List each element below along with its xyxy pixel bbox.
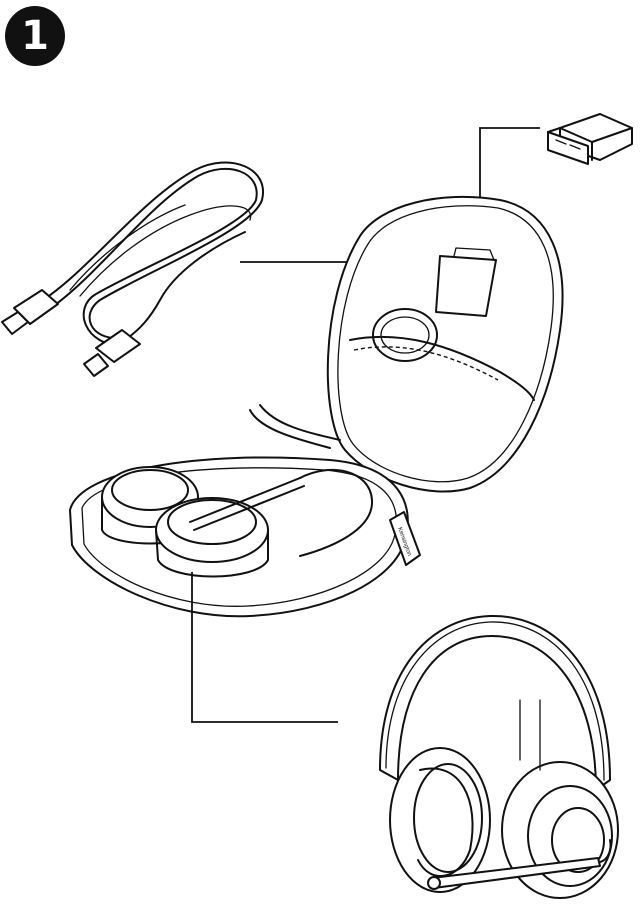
- usb-c-cable-icon: [1, 161, 265, 377]
- carry-case-icon: Kensington: [69, 195, 564, 618]
- headset-icon: [379, 614, 619, 899]
- callout-line-headset: [191, 572, 338, 723]
- step-number-badge: 1: [5, 6, 65, 66]
- usb-receiver-icon: [547, 113, 633, 165]
